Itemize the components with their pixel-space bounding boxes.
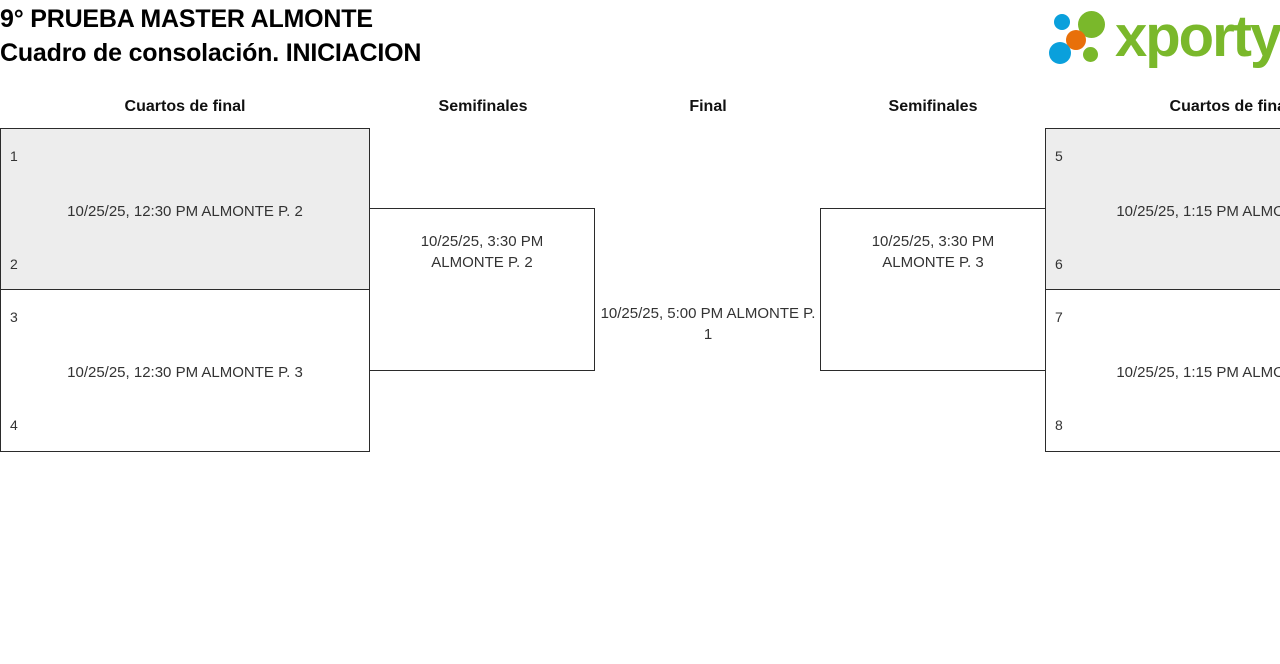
match-left-qf-1[interactable]: 1 2 10/25/25, 12:30 PM ALMONTE P. 2 bbox=[0, 128, 370, 291]
logo-dots-icon bbox=[1047, 11, 1117, 64]
page-header: 9° PRUEBA MASTER ALMONTE Cuadro de conso… bbox=[0, 0, 1280, 90]
match-left-semifinal[interactable]: 10/25/25, 3:30 PM ALMONTE P. 2 bbox=[369, 208, 595, 371]
xporty-logo[interactable]: xporty bbox=[1037, 4, 1280, 69]
round-header-right-semifinals: Semifinales bbox=[888, 98, 978, 115]
round-header-left-quarterfinals: Cuartos de final bbox=[124, 98, 246, 115]
seed-number: 6 bbox=[1055, 256, 1063, 272]
logo-dot-green-small-icon bbox=[1083, 47, 1098, 62]
seed-number: 5 bbox=[1055, 148, 1063, 164]
page-title: 9° PRUEBA MASTER ALMONTE Cuadro de conso… bbox=[0, 2, 900, 70]
match-schedule-label: 10/25/25, 5:00 PM ALMONTE P. 1 bbox=[600, 305, 816, 343]
match-left-qf-2[interactable]: 3 4 10/25/25, 12:30 PM ALMONTE P. 3 bbox=[0, 289, 370, 452]
match-schedule-label: 10/25/25, 12:30 PM ALMONTE P. 3 bbox=[67, 364, 303, 381]
match-schedule-label: 10/25/25, 3:30 PM ALMONTE P. 3 bbox=[871, 233, 995, 271]
seed-number: 7 bbox=[1055, 309, 1063, 325]
logo-dot-blue-large-icon bbox=[1049, 42, 1071, 64]
match-schedule-label: 10/25/25, 1:15 PM ALMONTE P. 4 bbox=[1116, 203, 1280, 220]
seed-number: 2 bbox=[10, 256, 18, 272]
logo-dot-blue-small-icon bbox=[1054, 14, 1070, 30]
tournament-name: 9° PRUEBA MASTER ALMONTE bbox=[0, 5, 373, 33]
bracket-subtitle: Cuadro de consolación. INICIACION bbox=[0, 39, 422, 67]
round-header-left-semifinals: Semifinales bbox=[438, 98, 528, 115]
match-schedule-label: 10/25/25, 1:15 PM ALMONTE P. 5 bbox=[1116, 364, 1280, 381]
round-header-right-quarterfinals: Cuartos de final bbox=[1169, 98, 1280, 115]
seed-number: 1 bbox=[10, 148, 18, 164]
seed-number: 8 bbox=[1055, 417, 1063, 433]
seed-number: 4 bbox=[10, 417, 18, 433]
match-final[interactable]: 10/25/25, 5:00 PM ALMONTE P. 1 bbox=[595, 303, 821, 345]
bracket-container: Cuartos de final Semifinales Final Semif… bbox=[0, 90, 1280, 664]
match-schedule-label: 10/25/25, 12:30 PM ALMONTE P. 2 bbox=[67, 203, 303, 220]
round-header-final: Final bbox=[689, 98, 727, 115]
logo-dot-orange-icon bbox=[1066, 30, 1086, 50]
match-right-qf-1[interactable]: 5 6 10/25/25, 1:15 PM ALMONTE P. 4 bbox=[1045, 128, 1280, 291]
match-schedule-label: 10/25/25, 3:30 PM ALMONTE P. 2 bbox=[420, 233, 544, 271]
match-right-semifinal[interactable]: 10/25/25, 3:30 PM ALMONTE P. 3 bbox=[820, 208, 1046, 371]
seed-number: 3 bbox=[10, 309, 18, 325]
match-right-qf-2[interactable]: 7 8 10/25/25, 1:15 PM ALMONTE P. 5 bbox=[1045, 289, 1280, 452]
logo-wordmark: xporty bbox=[1115, 4, 1280, 69]
